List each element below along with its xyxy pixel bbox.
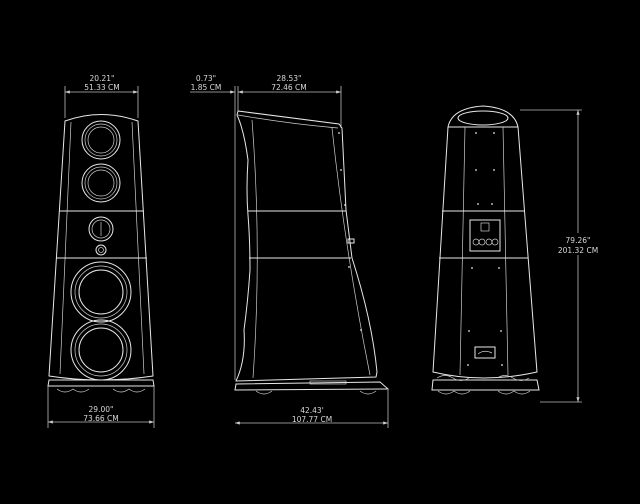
- front-view: 20.21" 51.33 CM 29.00" 73.66 CM: [47, 74, 155, 428]
- side-cabinet-outline: [235, 110, 378, 382]
- side-base-cm: 107.77 CM: [292, 415, 332, 424]
- tweeter: [88, 216, 114, 256]
- side-plinth: [234, 381, 390, 391]
- side-offset-cm: 1.85 CM: [191, 83, 222, 92]
- side-depth-cm: 72.46 CM: [271, 83, 307, 92]
- rear-height-inches: 79.26": [566, 236, 591, 245]
- rear-logo-plate: [474, 346, 496, 359]
- rear-plinth: [431, 379, 540, 391]
- front-plinth: [47, 379, 155, 387]
- rear-height-cm: 201.32 CM: [558, 246, 598, 255]
- side-view: 0.73" 1.85 CM 28.53" 72.46 CM 42.43' 107…: [190, 74, 390, 428]
- rear-view: 79.26" 201.32 CM: [431, 105, 604, 403]
- rear-terminal-panel: [469, 219, 501, 252]
- front-base-cm: 73.66 CM: [83, 414, 119, 423]
- front-cabinet-outline: [48, 114, 154, 381]
- rear-cabinet-outline: [432, 126, 538, 379]
- midrange-driver-upper: [81, 120, 121, 160]
- front-width-cm: 51.33 CM: [84, 83, 120, 92]
- woofer-lower: [70, 319, 132, 381]
- side-offset-inches: 0.73": [196, 74, 216, 83]
- front-width-inches: 20.21": [90, 74, 115, 83]
- front-base-inches: 29.00": [89, 405, 114, 414]
- side-depth-inches: 28.53": [277, 74, 302, 83]
- midrange-driver-lower: [81, 163, 121, 203]
- woofer-upper: [70, 261, 132, 323]
- side-terminal: [347, 238, 355, 244]
- side-base-inches: 42.43': [300, 406, 324, 415]
- rear-top-dome: [447, 105, 519, 128]
